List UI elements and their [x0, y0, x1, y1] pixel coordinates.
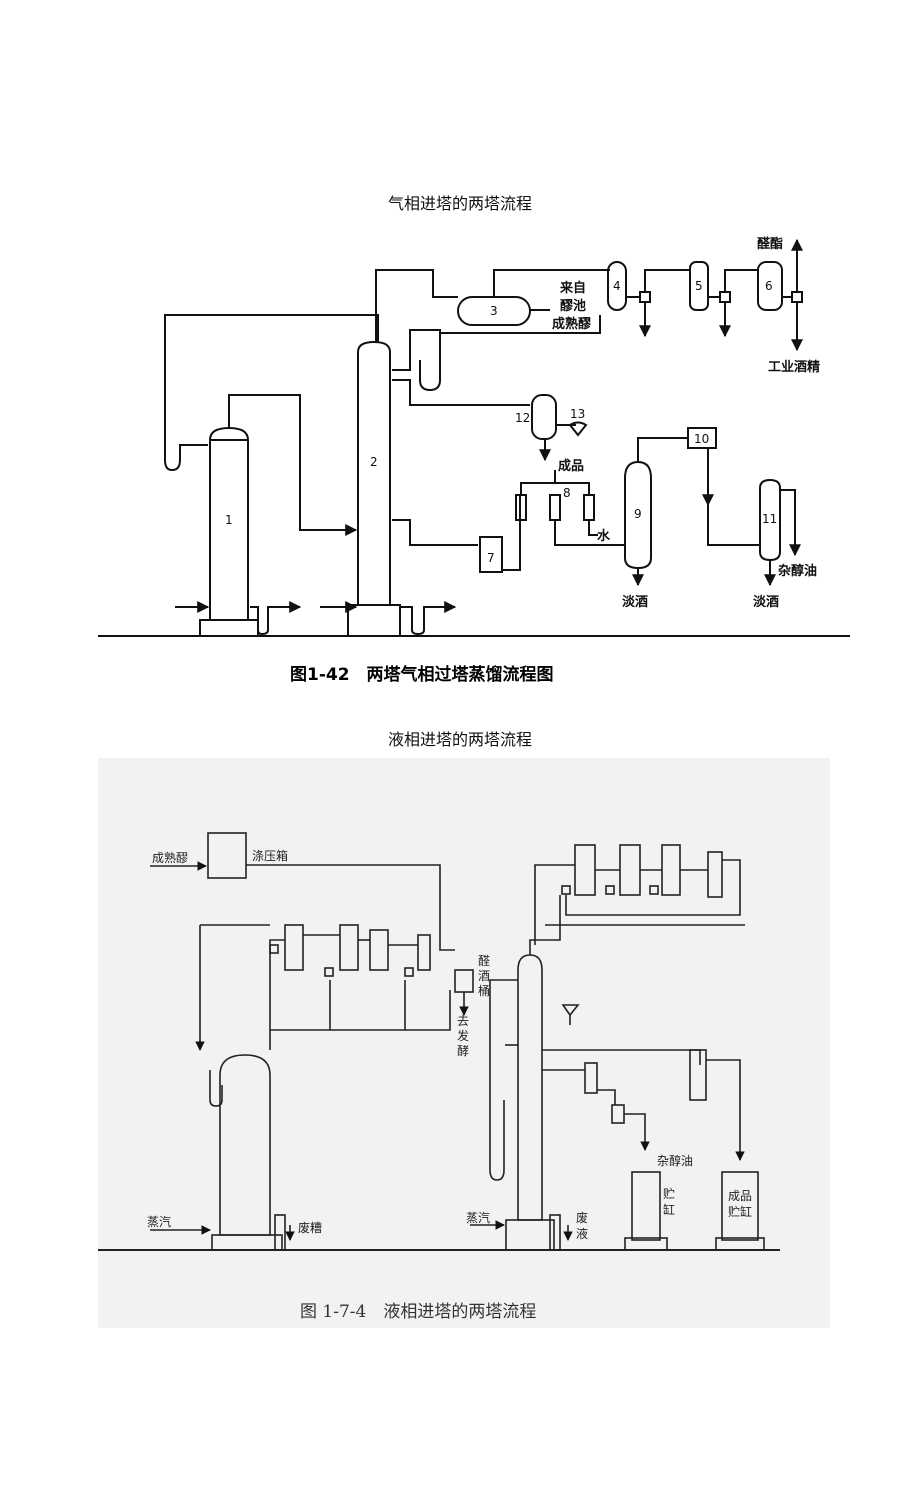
label-fei: 废	[576, 1210, 588, 1225]
condenser-bank-left	[269, 924, 431, 977]
separator-13	[568, 421, 588, 437]
label-qu: 去	[457, 1014, 469, 1028]
label-12: 12	[515, 411, 530, 425]
label-zhugang: 贮缸	[728, 1204, 752, 1219]
label-7: 7	[487, 551, 495, 565]
cooler-8	[515, 494, 595, 521]
label-quan: 醛	[478, 953, 490, 968]
label-feizha: 废糟	[298, 1220, 322, 1235]
rectifying-column	[505, 954, 555, 1251]
label-gang: 缸	[663, 1202, 675, 1217]
label-8: 8	[563, 486, 571, 500]
figure-2-liquid-phase-flowsheet	[98, 832, 780, 1251]
figure-1-caption: 图1-42 两塔气相过塔蒸馏流程图	[290, 664, 554, 685]
label-cheng-shu-jiao-1: 成熟醪	[552, 316, 592, 332]
label-quan-zhi: 醛酯	[757, 236, 783, 252]
label-1: 1	[225, 513, 233, 527]
fusel-oil-tank	[631, 1171, 661, 1241]
label-10: 10	[694, 432, 709, 446]
label-3: 3	[490, 304, 498, 318]
cooler-7	[479, 536, 503, 573]
figure-2-caption: 图 1-7-4 液相进塔的两塔流程	[300, 1302, 536, 1322]
label-shui: 水	[597, 528, 611, 544]
column-6	[757, 261, 783, 311]
product-cooler	[689, 1049, 707, 1101]
label-ye: 液	[576, 1226, 588, 1241]
label-chengpin: 成品	[558, 458, 584, 474]
column-1	[199, 426, 259, 637]
label-danjiu-1: 淡酒	[622, 595, 648, 610]
fusel-separator	[584, 1062, 598, 1094]
label-zachunyou-2: 杂醇油	[657, 1153, 693, 1168]
label-wenya-xiang: 涤压箱	[252, 848, 288, 863]
column-11	[759, 478, 781, 562]
label-cheng-shu-jiao-2: 成熟醪	[152, 850, 188, 865]
label-zhengqi-1: 蒸汽	[147, 1214, 171, 1229]
label-fa: 发	[457, 1028, 469, 1043]
figure-2-labels: 成熟醪 涤压箱 醛 酒 桶 去 发 酵 杂醇油 贮 缸 成品 贮缸 蒸汽 废糟 …	[147, 848, 752, 1322]
label-4: 4	[613, 279, 621, 293]
label-jiu: 酒	[478, 969, 490, 983]
product-tank	[721, 1171, 759, 1241]
column-4	[607, 261, 627, 311]
label-danjiu-2: 淡酒	[753, 595, 779, 610]
label-jiao-chi: 醪池	[560, 298, 586, 314]
label-11: 11	[762, 512, 777, 526]
column-9	[624, 460, 652, 570]
label-lai-zi: 来自	[559, 280, 586, 296]
label-13: 13	[570, 407, 585, 421]
mash-pressure-box	[207, 832, 247, 879]
vessel-12	[531, 394, 557, 440]
tank-10	[687, 427, 717, 449]
column-2	[347, 340, 401, 637]
label-5: 5	[695, 279, 703, 293]
section-heading-liquid-phase: 液相进塔的两塔流程	[387, 730, 532, 749]
figure-1-gas-phase-flowsheet	[98, 238, 850, 637]
figure-1-labels: 1 2 3 4 5 6 7 8 9 10 11 12 13 来自 醪池 成熟醪 …	[225, 236, 820, 685]
label-zhu: 贮	[663, 1186, 675, 1201]
column-5	[689, 261, 709, 311]
label-6: 6	[765, 279, 773, 293]
label-zhengqi-2: 蒸汽	[466, 1210, 490, 1225]
label-gongye-jiujing: 工业酒精	[768, 359, 820, 375]
label-tong: 桶	[478, 983, 490, 998]
beer-column	[211, 1054, 283, 1251]
label-2: 2	[370, 455, 378, 469]
label-jiao: 酵	[457, 1044, 469, 1058]
label-chengpin-2: 成品	[728, 1189, 752, 1203]
section-heading-gas-phase: 气相进塔的两塔流程	[387, 194, 532, 213]
label-9: 9	[634, 507, 642, 521]
label-zachunyou: 杂醇油	[778, 563, 817, 579]
